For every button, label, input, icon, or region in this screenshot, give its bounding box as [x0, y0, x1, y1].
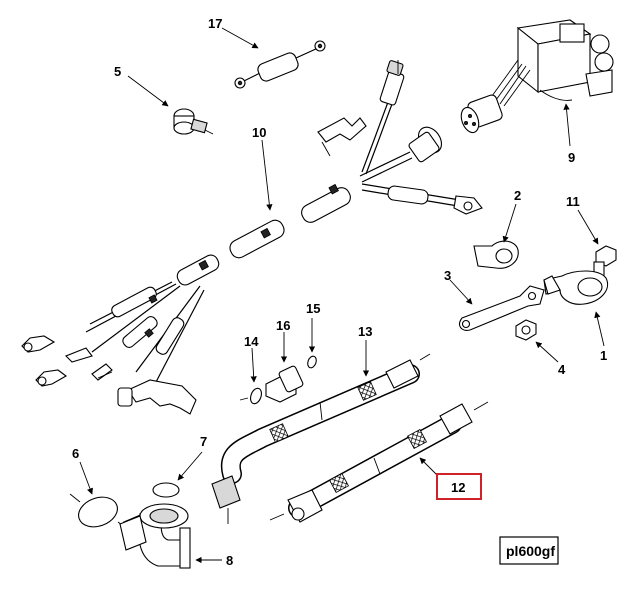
part-8-elbow: [119, 503, 191, 569]
part-16-fitting: [265, 365, 304, 403]
callout-12-highlight-box: [436, 473, 482, 500]
callout-14[interactable]: 14: [244, 334, 259, 349]
part-1-clamp: [543, 270, 608, 305]
callout-1[interactable]: 1: [600, 348, 607, 363]
part-2-clip: [473, 240, 519, 269]
part-6-gasket: [69, 493, 127, 529]
callout-6[interactable]: 6: [72, 446, 79, 461]
callout-8[interactable]: 8: [226, 553, 233, 568]
callout-12[interactable]: 12: [451, 480, 465, 495]
part-3-bracket: [459, 285, 545, 331]
callout-10[interactable]: 10: [252, 125, 266, 140]
callout-15[interactable]: 15: [306, 301, 320, 316]
callout-11[interactable]: 11: [566, 194, 580, 209]
callout-17[interactable]: 17: [208, 16, 222, 31]
part-10-wiring-harness: [21, 60, 483, 415]
part-15-o-ring: [307, 355, 317, 369]
part-9-relay-module: [460, 19, 614, 134]
callout-9[interactable]: 9: [568, 150, 575, 165]
part-7-o-ring: [152, 482, 180, 498]
part-12-hose: [269, 401, 489, 523]
part-17-fuse-link: [234, 40, 326, 89]
callout-16[interactable]: 16: [276, 318, 290, 333]
part-13-hose: [211, 353, 431, 524]
part-5-sender: [173, 108, 214, 135]
reference-code: pl600gf: [506, 543, 555, 559]
callout-7[interactable]: 7: [200, 434, 207, 449]
callout-labels: 17 5 10 9 2 11 3 1 4 15 16 14 13 6 7 8 1…: [72, 16, 607, 568]
part-14-o-ring: [239, 387, 262, 405]
callout-2[interactable]: 2: [514, 188, 521, 203]
callout-4[interactable]: 4: [558, 362, 566, 377]
callout-5[interactable]: 5: [114, 64, 121, 79]
leader-lines: [79, 27, 605, 564]
callout-3[interactable]: 3: [444, 268, 451, 283]
part-11-bolt: [593, 245, 617, 279]
reference-code-box: pl600gf: [499, 536, 559, 565]
callout-13[interactable]: 13: [358, 324, 372, 339]
part-4-nut: [515, 319, 537, 341]
